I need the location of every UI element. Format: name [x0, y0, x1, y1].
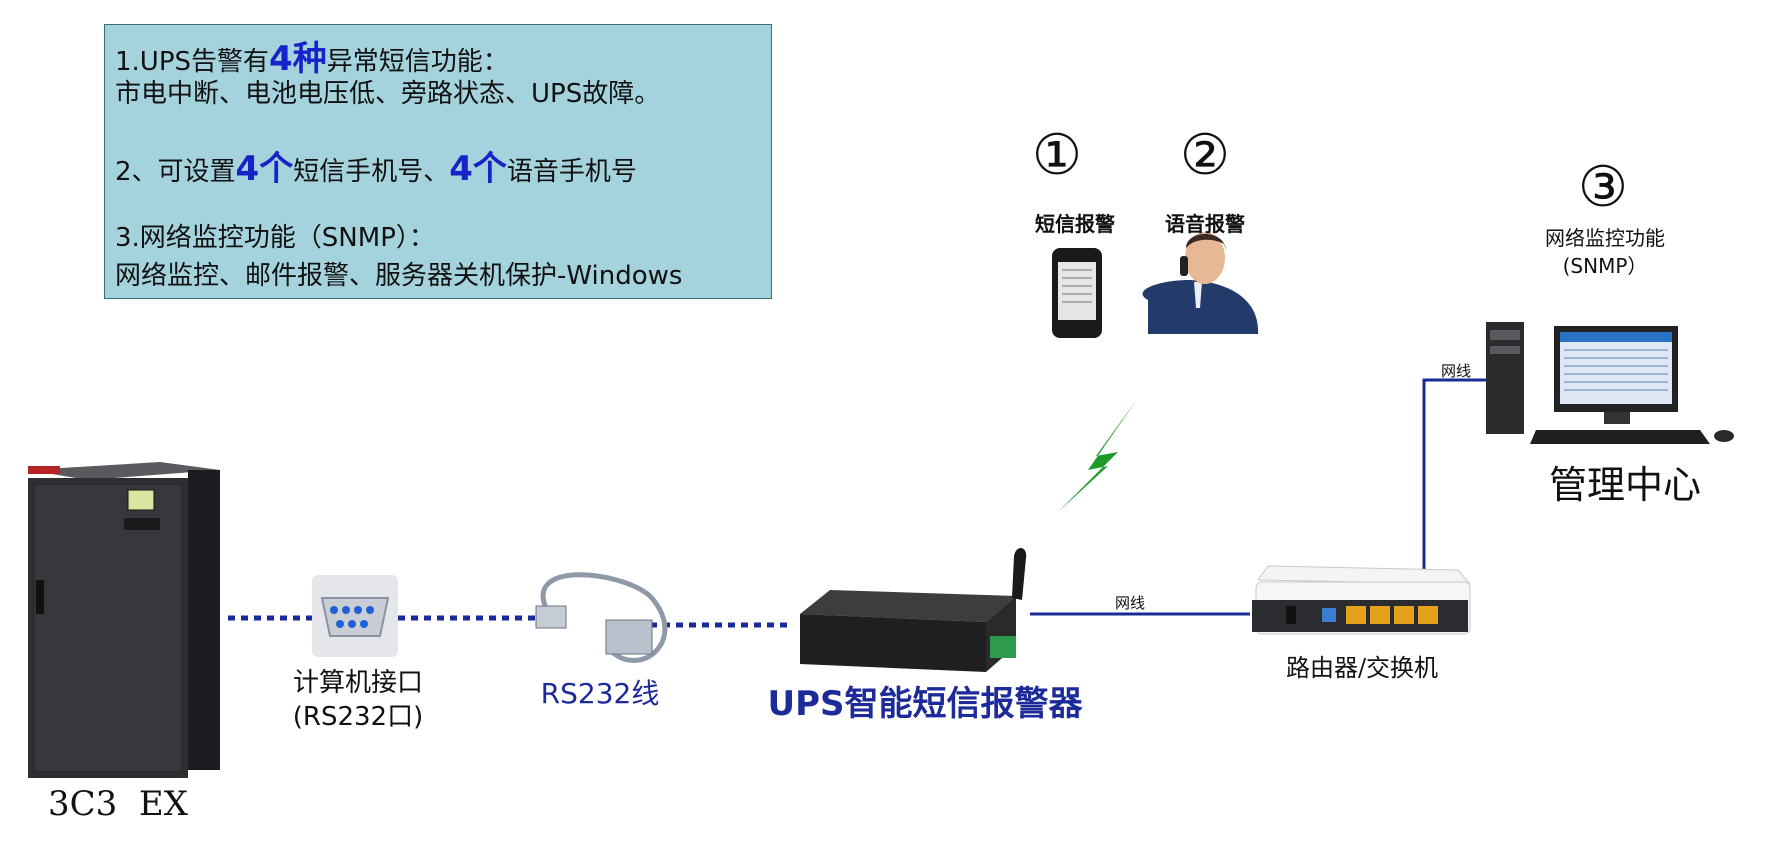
router-label: 路由器/交换机 [1285, 654, 1439, 682]
wireless-signal-icon [1058, 398, 1138, 512]
info-text: 1.UPS告警有 [115, 47, 270, 77]
info-line-4: 3.网络监控功能（SNMP）： [115, 223, 435, 253]
info-text: 语音手机号 [506, 157, 637, 187]
cable-label: RS232线 [540, 677, 660, 710]
info-text: 异常短信功能： [326, 47, 509, 77]
sms-alert-number: ① [1031, 123, 1083, 188]
sms-alarm-device [800, 547, 1027, 672]
router-switch-image [1252, 565, 1472, 635]
management-computer-image [1486, 322, 1734, 444]
highlight-count: 4个 [449, 149, 507, 189]
highlight-count: 4个 [235, 149, 294, 189]
ups-cabinet [28, 462, 220, 778]
info-line-2: 市电中断、电池电压低、旁路状态、UPS故障。 [115, 79, 661, 109]
feature-info-box: 1.UPS告警有4种异常短信功能： 市电中断、电池电压低、旁路状态、UPS故障。… [104, 24, 772, 299]
port-sublabel: (RS232口) [292, 702, 424, 732]
info-line-5: 网络监控、邮件报警、服务器关机保护-Windows [115, 261, 683, 291]
ups-model-label: 3C3 EX [48, 784, 188, 824]
rs232-port-image [312, 575, 398, 657]
voice-alert-number: ② [1179, 123, 1231, 188]
network-cable-label: 网线 [1440, 362, 1471, 380]
info-line-3: 2、可设置4个短信手机号、4个语音手机号 [115, 141, 637, 190]
mobile-phone-image [1052, 248, 1102, 338]
alarm-device-label: UPS智能短信报警器 [767, 684, 1083, 724]
management-center-label: 管理中心 [1548, 463, 1701, 507]
network-cable-line [1030, 378, 1488, 616]
rs232-cable-image [535, 572, 668, 663]
snmp-feature-label: 网络监控功能 [1545, 226, 1665, 250]
highlight-count: 4种 [269, 39, 327, 79]
voice-caller-image [1142, 232, 1259, 334]
info-text: 2、可设置 [115, 157, 236, 187]
port-label: 计算机接口 [292, 668, 423, 698]
serial-connection-line [228, 615, 790, 628]
info-text: 短信手机号、 [293, 157, 450, 187]
snmp-feature-sublabel: (SNMP） [1562, 254, 1648, 278]
network-cable-label: 网线 [1114, 594, 1145, 612]
info-line-1: 1.UPS告警有4种异常短信功能： [115, 31, 509, 80]
voice-alert-label: 语音报警 [1165, 212, 1245, 236]
sms-alert-label: 短信报警 [1035, 212, 1115, 236]
snmp-feature-number: ③ [1577, 155, 1629, 220]
